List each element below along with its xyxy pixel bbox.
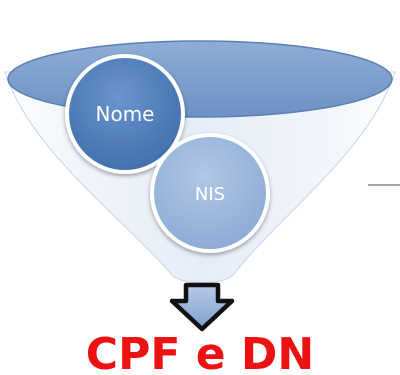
input-circle-nis (150, 133, 270, 253)
result-label: CPF e DN (86, 329, 314, 375)
down-arrow-icon (169, 282, 235, 332)
input-label-nome: Nome (96, 102, 155, 126)
input-circle-nome (65, 54, 185, 174)
input-label-nis: NIS (195, 184, 225, 205)
